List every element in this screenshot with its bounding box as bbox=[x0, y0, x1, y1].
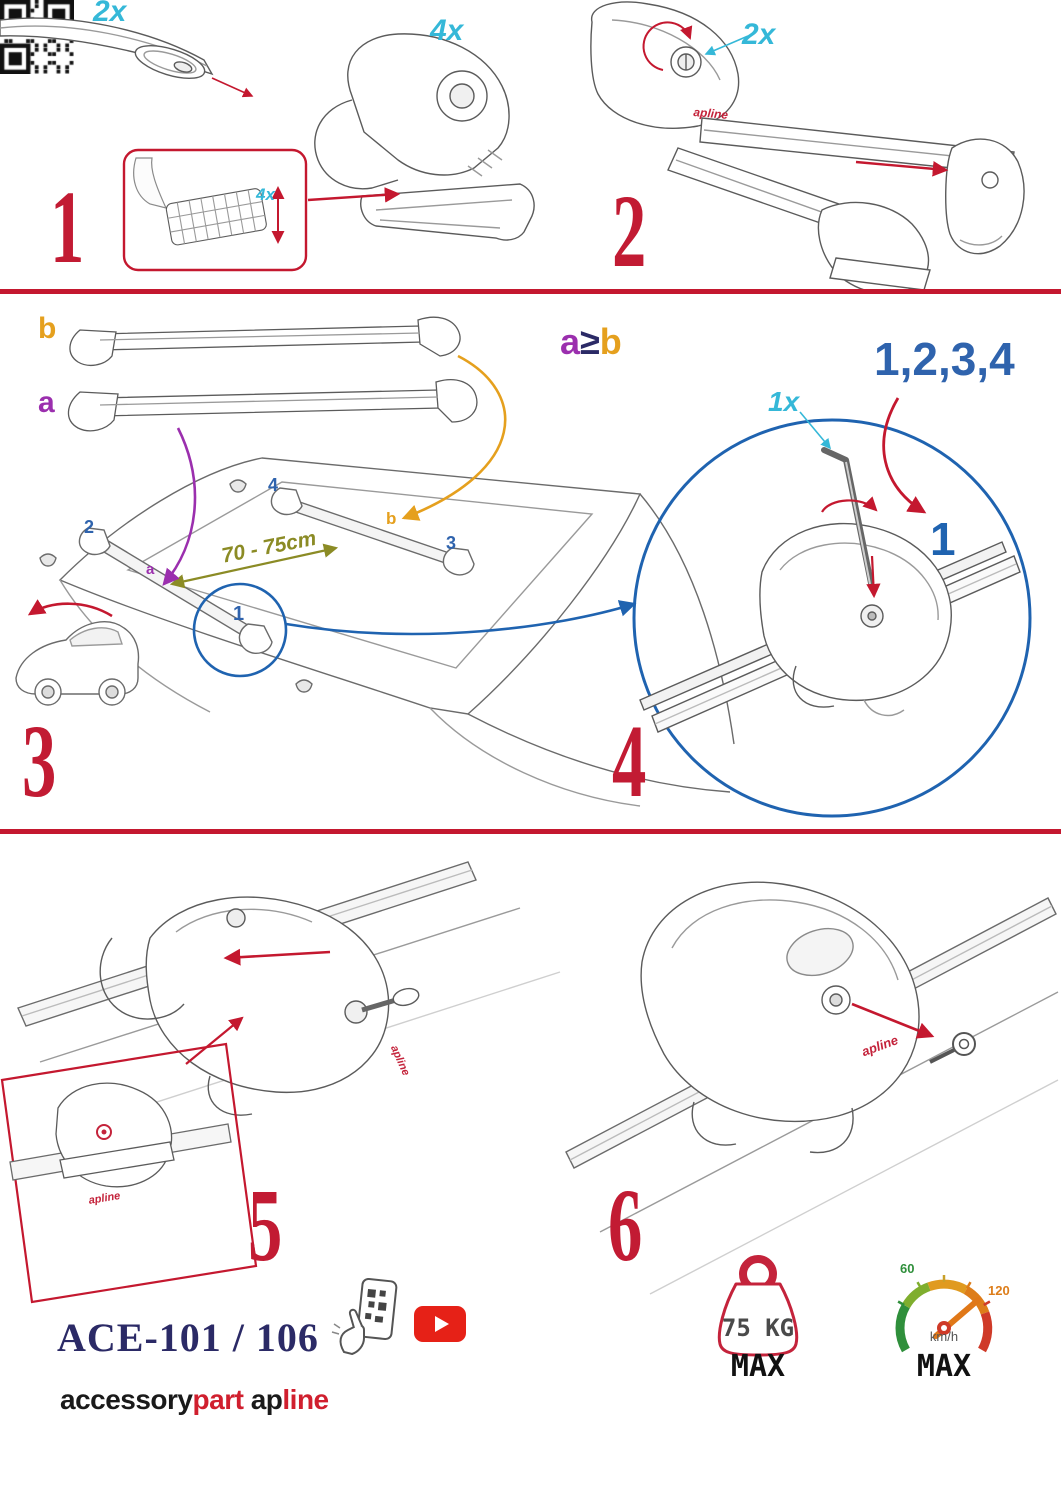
speedometer-icon bbox=[895, 1275, 993, 1353]
attach-arrow bbox=[855, 160, 949, 177]
key-icon bbox=[929, 1032, 976, 1064]
youtube-icon bbox=[414, 1306, 466, 1342]
section-divider-2 bbox=[0, 829, 1061, 834]
step4-number: 4 bbox=[612, 704, 646, 819]
length-relation: a≥b bbox=[560, 324, 622, 360]
relation-a: a bbox=[560, 321, 581, 362]
roof-bar-b-label: b bbox=[386, 509, 397, 528]
relation-b: b bbox=[599, 321, 622, 362]
sequence-first-position: 1 bbox=[930, 513, 956, 565]
brand-logo: accessorypart apline bbox=[60, 1386, 329, 1414]
step1-number: 1 bbox=[50, 170, 84, 285]
tighten-sequence: 1,2,3,4 bbox=[874, 333, 1015, 385]
weight-limit-icon bbox=[717, 1255, 799, 1357]
bar-a-label: a bbox=[38, 386, 55, 419]
step5-number: 5 bbox=[248, 1168, 282, 1283]
step6-number: 6 bbox=[608, 1168, 642, 1283]
crossbar-b-drawing bbox=[69, 316, 461, 367]
bar-b-label: b bbox=[38, 312, 57, 345]
step5-step6-illustration bbox=[0, 861, 1059, 1304]
roof-position-4: 4 bbox=[268, 475, 279, 495]
pad-inset bbox=[122, 148, 401, 272]
roof-position-1: 1 bbox=[233, 603, 245, 625]
roof-position-3: 3 bbox=[446, 533, 457, 553]
detail-highlight-circle bbox=[192, 582, 288, 678]
speed-low-label: 60 bbox=[900, 1261, 915, 1276]
car-side-view-drawing bbox=[15, 621, 140, 706]
step1-bar-qty: 2x bbox=[93, 0, 127, 28]
key-rotation-arrow bbox=[821, 496, 878, 513]
bar-b-position-arrow bbox=[401, 354, 507, 521]
speed-max-label: MAX bbox=[916, 1349, 972, 1384]
step5-inset bbox=[0, 1016, 258, 1304]
relation-operator: ≥ bbox=[580, 321, 600, 362]
step3-number: 3 bbox=[22, 704, 56, 819]
crossbar-drawing bbox=[0, 17, 214, 79]
lock-rotation-arrow bbox=[642, 21, 693, 71]
model-number: ACE-101 / 106 bbox=[57, 1315, 319, 1360]
bar-a-position-arrow bbox=[162, 427, 197, 586]
endcap-arrow bbox=[211, 77, 254, 98]
distance-arrow bbox=[169, 543, 339, 589]
sequence-arrow bbox=[882, 397, 927, 514]
step2-bar-drawing bbox=[667, 117, 1015, 292]
foot-assembly-drawing bbox=[314, 33, 535, 241]
weight-max-label: MAX bbox=[730, 1349, 786, 1384]
key-remove-arrow bbox=[851, 1002, 935, 1039]
zoom-circle bbox=[632, 418, 1032, 818]
phone-scan-icon bbox=[331, 1278, 398, 1356]
section-divider-1 bbox=[0, 289, 1061, 294]
slide-arrow bbox=[223, 948, 331, 966]
brand-part: part bbox=[192, 1384, 244, 1415]
step2-number: 2 bbox=[612, 174, 646, 289]
speed-high-label: 120 bbox=[988, 1283, 1010, 1298]
step3-step4-illustration bbox=[15, 316, 1032, 818]
detail-link-arrow bbox=[285, 600, 637, 636]
crossbar-a-drawing bbox=[67, 379, 478, 432]
step6-foot-drawing bbox=[565, 881, 1059, 1295]
step1-foot-qty: 4x bbox=[430, 14, 464, 47]
brand-line: line bbox=[282, 1384, 329, 1415]
lock-qty-arrow bbox=[704, 35, 749, 56]
brand-accessory: accessory bbox=[60, 1384, 193, 1415]
tighten-arrow bbox=[866, 555, 881, 599]
key-qty: 1x bbox=[768, 386, 800, 417]
step2-lock-drawing bbox=[590, 1, 740, 129]
key-qty-arrow bbox=[799, 411, 831, 450]
weight-limit-value: 75 KG bbox=[721, 1314, 795, 1342]
step1-step2-illustration bbox=[0, 1, 1025, 292]
roof-bar-a-label: a bbox=[146, 561, 155, 578]
step2-endpiece-drawing bbox=[945, 138, 1025, 255]
speed-unit-label: km/h bbox=[929, 1329, 959, 1344]
car-direction-arrow bbox=[27, 599, 113, 618]
step2-lock-qty: 2x bbox=[742, 18, 776, 51]
step1-pad-qty: 4x bbox=[256, 185, 275, 204]
roof-position-2: 2 bbox=[84, 517, 95, 537]
brand-ap: ap bbox=[250, 1384, 283, 1415]
brand-mark-step2: apline bbox=[692, 105, 729, 122]
step4-foot-zoom-drawing bbox=[639, 447, 1021, 733]
